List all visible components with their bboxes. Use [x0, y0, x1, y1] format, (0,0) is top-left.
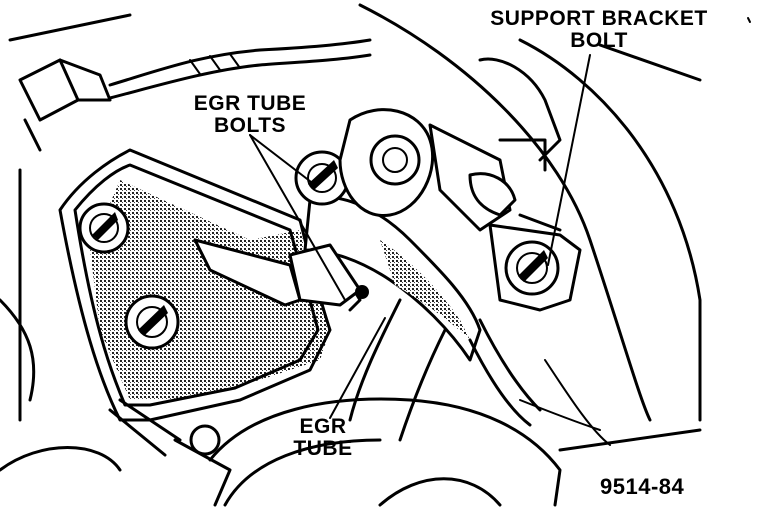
leader-egr-bolt-upper — [249, 134, 316, 186]
lower-housing — [108, 397, 562, 507]
plate-bolt-lower — [124, 294, 180, 350]
plate-bolt-upper — [78, 202, 130, 254]
figure-number: 9514-84 — [600, 474, 685, 499]
support-bracket-bolt-label-line1: SUPPORT BRACKET — [490, 7, 708, 30]
sensor-connector — [18, 38, 372, 152]
egr-tube — [303, 195, 482, 442]
leader-support-bolt — [547, 54, 591, 266]
egr-tube-bolts-label-line2: BOLTS — [213, 114, 287, 137]
support-bracket-bolt-label: SUPPORT BRACKET BOLT — [468, 8, 730, 52]
tube-fitting — [338, 57, 562, 232]
egr-tube-bolt-lower — [288, 243, 369, 307]
support-bracket-bolt-label-line2: BOLT — [570, 29, 628, 52]
egr-tube-label-line2: TUBE — [293, 437, 353, 460]
egr-valve-plate — [18, 148, 332, 422]
egr-tube-label-line1: EGR — [299, 415, 347, 438]
egr-tube-bolts-label-line1: EGR TUBE — [193, 92, 307, 115]
egr-tube-bolt-upper — [294, 150, 350, 206]
leader-egr-tube — [329, 317, 386, 419]
egr-tube-label: EGR TUBE — [268, 416, 378, 460]
leader-lines — [249, 17, 751, 419]
egr-tube-bolts-label: EGR TUBE BOLTS — [170, 93, 330, 137]
support-bracket-bolt — [504, 240, 560, 296]
engine-housing — [0, 3, 702, 507]
leader-egr-bolt-lower — [249, 134, 346, 301]
